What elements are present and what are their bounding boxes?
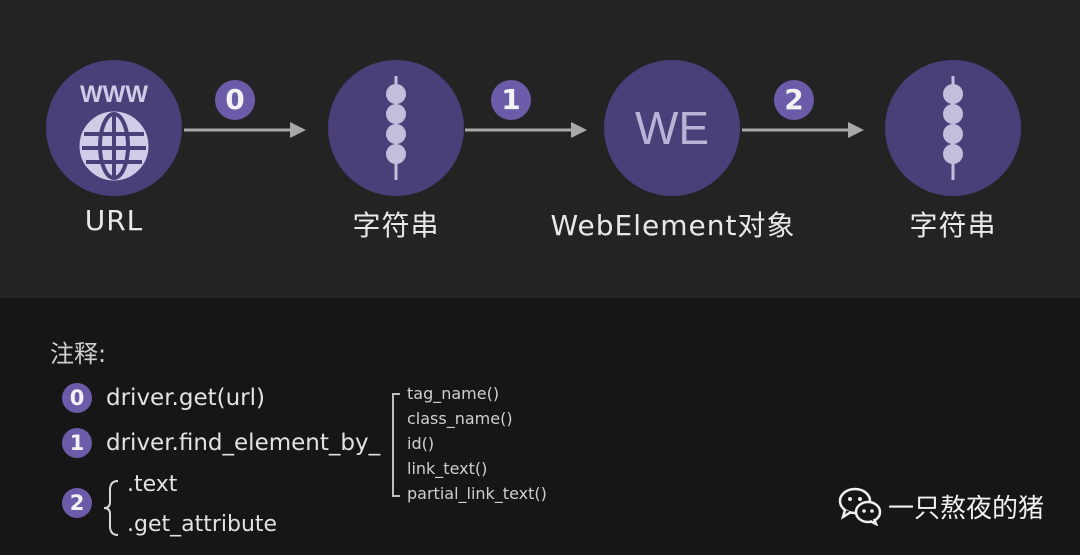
webelement-label: WebElement对象 [550, 209, 796, 242]
note-text-1: driver.find_element_by_ [106, 430, 381, 456]
note-badge-1: 1 [62, 428, 92, 458]
string-label-2: 字符串 [909, 209, 997, 242]
method-tag-name: tag_name() [407, 384, 500, 403]
method-link-text: link_text() [407, 459, 488, 478]
string-node-1 [328, 60, 464, 196]
arrow-right-icon [465, 122, 587, 138]
globe-www-icon: WWW [79, 81, 149, 181]
notes-title: 注释: [50, 340, 107, 368]
method-class-name: class_name() [407, 409, 513, 428]
attribute-text: .text [127, 472, 178, 497]
attribute-get-attribute: .get_attribute [127, 512, 278, 537]
note-text-0: driver.get(url) [106, 385, 266, 411]
url-label: URL [84, 204, 144, 237]
url-node: WWW [46, 60, 182, 196]
method-partial-link-text: partial_link_text() [407, 484, 547, 503]
arrow-right-icon [184, 122, 306, 138]
wechat-icon [838, 487, 882, 526]
arrow-right-icon [742, 122, 864, 138]
www-text: WWW [80, 81, 148, 108]
attributes-brace [103, 480, 119, 536]
note-badge-0: 0 [62, 383, 92, 413]
flow-panel: WWW URL 0 字符串 1 [0, 0, 1080, 298]
step-1-badge: 1 [491, 80, 531, 120]
string-beads-icon [386, 76, 406, 180]
methods-bracket [392, 393, 400, 497]
string-label-1: 字符串 [352, 209, 440, 242]
method-id: id() [407, 434, 435, 453]
string-beads-icon [943, 76, 963, 180]
string-node-2 [885, 60, 1021, 196]
step-2-badge: 2 [774, 80, 814, 120]
note-badge-2: 2 [62, 488, 92, 518]
we-icon: WE [634, 102, 710, 154]
webelement-node: WE [604, 60, 740, 196]
step-0-badge: 0 [215, 80, 255, 120]
brand-name: 一只熬夜的猪 [888, 494, 1045, 524]
